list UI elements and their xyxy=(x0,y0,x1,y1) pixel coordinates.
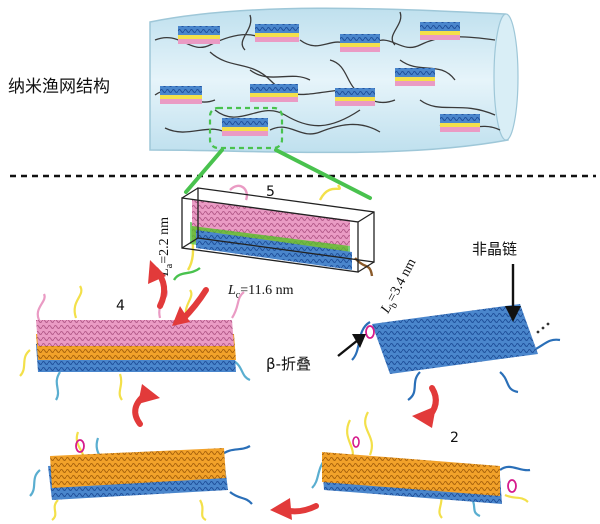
zoom-guide-lines xyxy=(184,148,372,200)
network-crystal xyxy=(440,114,480,132)
network-crystal xyxy=(420,22,460,40)
arrow-3-to-4 xyxy=(132,384,160,427)
crystallite-2 xyxy=(311,411,531,519)
arrow-2-to-3 xyxy=(270,498,319,520)
network-crystal xyxy=(160,86,202,104)
dimension-lb-label: Lb=3.4 nm xyxy=(378,256,422,318)
amorphous-chain-label: 非晶链 xyxy=(472,240,517,258)
beta-sheet-label: β-折叠 xyxy=(266,355,311,373)
lc-value: =11.6 nm xyxy=(240,283,293,298)
network-crystal xyxy=(335,88,375,106)
dimension-la-label: La=2.2 nm xyxy=(157,217,175,277)
amorphous-chain-arrow xyxy=(505,264,521,322)
zoom-selection-box xyxy=(208,106,284,150)
fiber-network xyxy=(149,7,519,154)
network-crystal xyxy=(395,68,435,86)
crystallite-1 xyxy=(351,304,561,401)
arrow-5-to-4 xyxy=(172,287,209,326)
net-title: 纳米渔网结构 xyxy=(8,77,110,97)
crystal-5-box xyxy=(181,187,375,273)
step-4-label: 4 xyxy=(116,298,125,314)
network-crystal xyxy=(250,84,298,102)
la-symbol: L xyxy=(157,268,172,277)
step-5-label: 5 xyxy=(266,184,275,200)
dimension-lc-label: Lc=11.6 nm xyxy=(227,283,294,301)
network-crystal-highlighted xyxy=(222,118,268,136)
network-crystal xyxy=(255,24,299,42)
lb-value: =3.4 nm xyxy=(384,256,419,304)
lc-symbol: L xyxy=(227,283,236,298)
lb-subscript: b xyxy=(388,301,400,311)
cycle-arrows xyxy=(132,260,439,520)
fiber-end-cap xyxy=(493,13,519,141)
fold-marker xyxy=(365,325,375,339)
network-crystal xyxy=(340,34,380,52)
lc-subscript: c xyxy=(236,290,241,301)
la-subscript: a xyxy=(164,263,175,268)
crystallite-5 xyxy=(172,184,375,281)
network-crystal xyxy=(178,26,220,44)
step-2-label: 2 xyxy=(450,430,459,446)
crystallite-4 xyxy=(19,285,251,401)
crystallite-3 xyxy=(29,431,253,521)
beta-sheet-arrow xyxy=(337,334,366,357)
arrow-1-to-2 xyxy=(412,385,439,428)
la-value: =2.2 nm xyxy=(157,217,172,264)
arrow-4-to-5 xyxy=(148,260,168,309)
